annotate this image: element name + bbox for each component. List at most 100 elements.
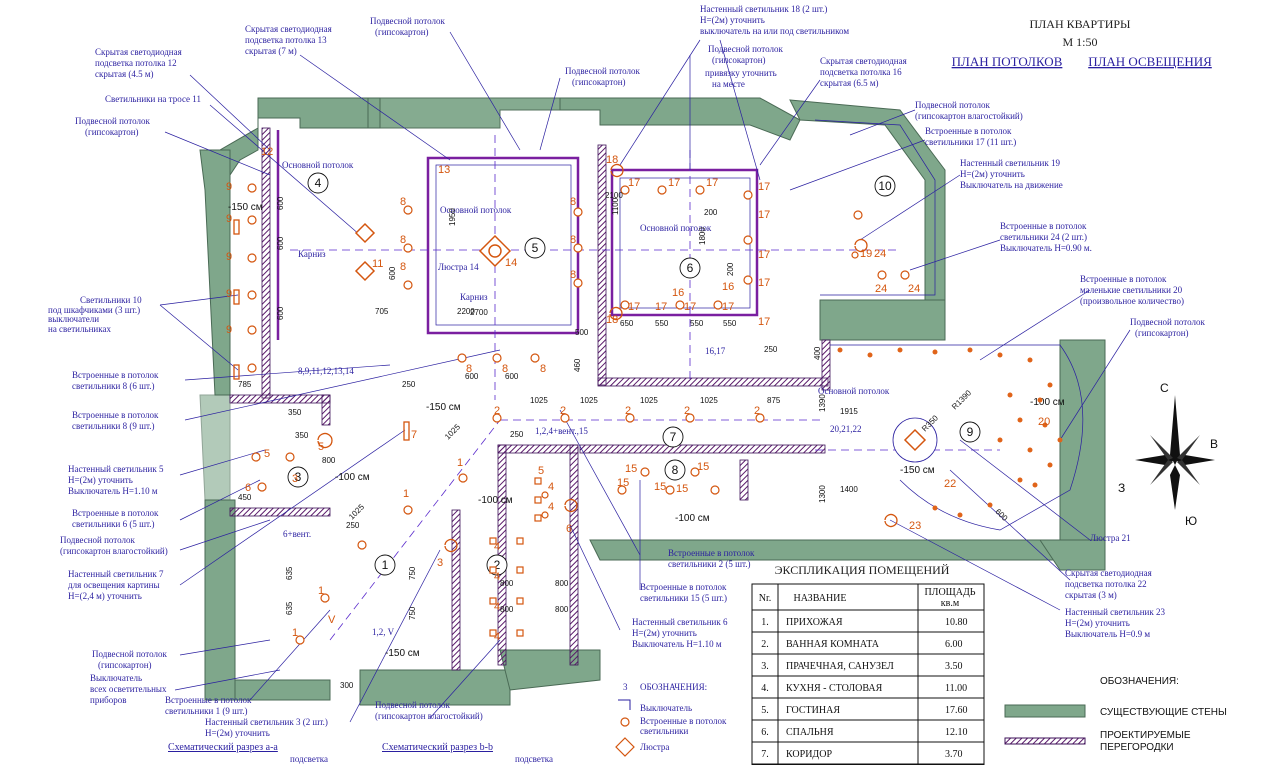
svg-text:17: 17 xyxy=(758,181,770,193)
svg-text:16: 16 xyxy=(722,281,734,293)
svg-text:2: 2 xyxy=(625,405,631,417)
annotation-20-line3: (произвольное количество) xyxy=(1080,296,1184,306)
section-titles: Схематический разрез a-a Схематический р… xyxy=(168,742,553,764)
svg-text:5: 5 xyxy=(318,441,324,453)
svg-text:15: 15 xyxy=(617,477,629,489)
rect-fixtures xyxy=(489,477,542,637)
svg-text:600: 600 xyxy=(465,372,479,381)
annotation-gk4-line2: (гипсокартон) xyxy=(572,77,626,87)
room-number: 10 xyxy=(878,179,892,193)
compass-east: В xyxy=(1210,437,1218,451)
svg-text:8: 8 xyxy=(570,196,576,208)
symbols-legend: 3 ОБОЗНАЧЕНИЯ: Выключатель Встроенные в … xyxy=(615,682,727,757)
room-number: 8 xyxy=(672,463,679,477)
svg-text:17: 17 xyxy=(758,277,770,289)
annotation-19-line3: Выключатель на движение xyxy=(960,180,1063,190)
svg-text:15: 15 xyxy=(697,461,709,473)
svg-text:2100: 2100 xyxy=(605,191,623,200)
cornice-label-2: Карниз xyxy=(460,292,488,302)
row-name: КУХНЯ - СТОЛОВАЯ xyxy=(786,683,883,694)
annotation-23-line2: Н=(2м) уточнить xyxy=(1065,618,1130,628)
annotation-gk3-line2: (гипсокартон) xyxy=(712,55,766,65)
level-label: -100 см xyxy=(478,495,513,506)
ceiling-levels: -150 см -150 см -100 см -100 см -100 см … xyxy=(228,202,1065,659)
svg-text:16: 16 xyxy=(672,287,684,299)
link-ceilings-plan[interactable]: ПЛАН ПОТОЛКОВ xyxy=(952,54,1063,69)
annotation-16-line3: скрытая (6.5 м) xyxy=(820,78,879,88)
svg-text:8: 8 xyxy=(502,363,508,375)
existing-wall-swatch xyxy=(1004,704,1086,718)
svg-text:8: 8 xyxy=(400,234,406,246)
svg-text:15: 15 xyxy=(625,463,637,475)
switch-label-1617: 16,17 xyxy=(705,346,726,356)
svg-text:400: 400 xyxy=(813,346,822,360)
row-name: ПРИХОЖАЯ xyxy=(786,617,843,628)
leader-lines xyxy=(159,31,1131,723)
legend-switch-number: 3 xyxy=(623,682,628,692)
explication-col-name: НАЗВАНИЕ xyxy=(793,593,846,604)
svg-text:800: 800 xyxy=(500,579,514,588)
svg-text:450: 450 xyxy=(238,493,252,502)
svg-text:9: 9 xyxy=(226,324,232,336)
svg-text:20: 20 xyxy=(1038,416,1050,428)
level-label: -100 см xyxy=(675,513,710,524)
svg-text:635: 635 xyxy=(285,566,294,580)
svg-text:600: 600 xyxy=(994,507,1010,523)
svg-text:6: 6 xyxy=(245,482,251,494)
annotation-12-line3: скрытая (4.5 м) xyxy=(95,69,154,79)
level-label: -150 см xyxy=(228,202,263,213)
svg-text:18: 18 xyxy=(606,154,618,166)
annotation-7-line2: для освещения картины xyxy=(68,580,160,590)
svg-text:1800: 1800 xyxy=(698,227,707,245)
legend-small-title: ОБОЗНАЧЕНИЯ: xyxy=(640,682,707,692)
svg-text:1400: 1400 xyxy=(840,485,858,494)
annotation-gk6-line1: Подвесной потолок xyxy=(1130,317,1205,327)
svg-text:800: 800 xyxy=(555,605,569,614)
svg-text:11: 11 xyxy=(372,258,383,270)
row-area: 10.80 xyxy=(945,617,968,628)
annotation-18-line1: Настенный светильник 18 (2 шт.) xyxy=(700,4,827,14)
svg-text:550: 550 xyxy=(655,319,669,328)
svg-text:875: 875 xyxy=(767,396,781,405)
row-name: ГОСТИНАЯ xyxy=(786,705,840,716)
annotation-6b-line2: светильники 6 (5 шт.) xyxy=(72,519,155,529)
switch-group-label-3: 20,21,22 xyxy=(830,424,862,434)
level-label: -150 см xyxy=(385,648,420,659)
svg-text:4: 4 xyxy=(494,601,500,613)
row-nr: 5. xyxy=(761,705,769,716)
svg-text:250: 250 xyxy=(402,380,416,389)
annotation-13-line2: подсветка потолка 13 xyxy=(245,35,327,45)
section-a-cut: подсветка xyxy=(290,754,328,764)
annotation-22-line2: подсветка потолка 22 xyxy=(1065,579,1147,589)
row-nr: 7. xyxy=(761,749,769,760)
svg-text:800: 800 xyxy=(555,579,569,588)
legend-chandelier: Люстра xyxy=(640,742,669,752)
annotation-10-line1: Светильники 10 xyxy=(80,295,142,305)
link-lighting-plan[interactable]: ПЛАН ОСВЕЩЕНИЯ xyxy=(1088,54,1212,69)
annotation-gk3-line1: Подвесной потолок xyxy=(708,44,783,54)
annotation-16-line2: подсветка потолка 16 xyxy=(820,67,902,77)
room-number: 5 xyxy=(532,241,539,255)
svg-text:350: 350 xyxy=(288,408,302,417)
svg-text:18: 18 xyxy=(606,314,618,326)
svg-text:1390: 1390 xyxy=(818,394,827,412)
row-name: СПАЛЬНЯ xyxy=(786,727,834,738)
switch-group-label: 8,9,11,12,13,14 xyxy=(298,366,354,376)
partition-swatch xyxy=(1004,737,1086,745)
room-markers xyxy=(287,172,981,576)
explication-col-nr: Nr. xyxy=(759,593,772,604)
chandelier-14-label: Люстра 14 xyxy=(438,262,479,272)
annotation-24-line2: светильники 24 (2 шт.) xyxy=(1000,232,1087,242)
annotation-gk8-line1: Подвесной потолок xyxy=(92,649,167,659)
annotation-7-line3: Н=(2,4 м) уточнить xyxy=(68,591,142,601)
annotation-6w-line2: Н=(2м) уточнить xyxy=(632,628,697,638)
svg-text:1025: 1025 xyxy=(347,502,366,521)
annotation-24-line3: Выключатель Н=0.90 м. xyxy=(1000,243,1092,253)
svg-text:22: 22 xyxy=(944,478,956,490)
cornice-label-1: Карниз xyxy=(298,249,326,259)
svg-text:800: 800 xyxy=(322,456,336,465)
svg-text:750: 750 xyxy=(408,566,417,580)
svg-text:600: 600 xyxy=(388,266,397,280)
annotation-6w-line3: Выключатель Н=1.10 м xyxy=(632,639,722,649)
annotation-19-line1: Настенный светильник 19 xyxy=(960,158,1060,168)
